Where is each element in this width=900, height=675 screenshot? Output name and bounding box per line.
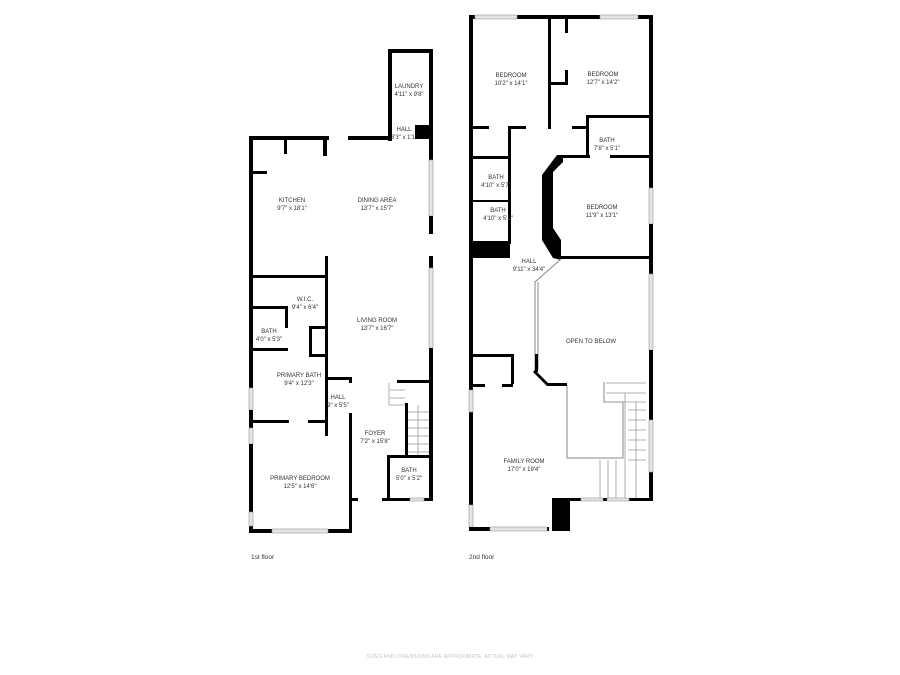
room-label-kitchen: KITCHEN 9'7" x 18'1": [277, 197, 307, 213]
room-dims: 7'8" x 5'1": [593, 146, 621, 152]
room-label-hall-lower: HALL 9" x 5'5": [327, 394, 349, 410]
room-name: BATH: [490, 208, 506, 214]
room-label-bath-2: BATH 5'0" x 5'2": [396, 467, 422, 483]
room-dims: 4'10" x 5'1": [483, 216, 513, 222]
room-dims: 9'7" x 18'1": [277, 206, 307, 212]
room-name: LAUNDRY: [394, 84, 424, 90]
room-dims: 13'7" x 16'7": [360, 326, 394, 332]
room-name: OPEN TO BELOW: [565, 339, 617, 345]
room-name: HALL: [521, 259, 537, 265]
room-name: BATH: [401, 468, 417, 474]
first-floor-plan: [248, 49, 434, 534]
room-dims: 12'5" x 14'6": [283, 484, 317, 490]
room-label-primary-bedroom: PRIMARY BEDROOM 12'5" x 14'6": [270, 475, 330, 491]
floor-label-2nd: 2nd floor: [469, 554, 495, 561]
room-name: HALL: [396, 127, 412, 133]
room-name: BATH: [488, 175, 504, 181]
room-name: FOYER: [364, 431, 386, 437]
room-label-bath-3: BATH 7'8" x 5'1": [594, 137, 620, 153]
room-label-living-room: LIVING ROOM 13'7" x 16'7": [357, 317, 397, 333]
room-name: PRIMARY BEDROOM: [270, 476, 330, 482]
room-dims: 10'2" x 14'1": [494, 81, 528, 87]
room-label-bedroom-3: BEDROOM 11'9" x 13'1": [586, 204, 618, 220]
room-dims: 11'9" x 13'1": [585, 213, 619, 219]
room-dims: 9'4" x 6'4": [291, 305, 319, 311]
room-name: BATH: [261, 329, 277, 335]
room-label-laundry: LAUNDRY 4'11" x 9'8": [394, 83, 423, 99]
room-dims: 4'10" x 5'7": [481, 183, 511, 189]
room-dims: 7'2" x 15'8": [360, 439, 390, 445]
room-label-bedroom-2: BEDROOM 12'7" x 14'2": [587, 71, 620, 87]
room-name: BEDROOM: [586, 205, 618, 211]
room-label-bath-4: BATH 4'10" x 5'7": [481, 174, 511, 190]
room-dims: 4'11" x 9'8": [394, 92, 424, 98]
room-name: BEDROOM: [587, 72, 619, 78]
room-dims: 9'11" x 34'4": [512, 267, 546, 273]
room-label-hall-upper: HALL 3'3" x 1'1": [391, 126, 417, 142]
room-dims: 13'7" x 15'7": [360, 206, 394, 212]
room-label-foyer: FOYER 7'2" x 15'8": [360, 430, 390, 446]
room-dims: 5'0" x 5'2": [395, 476, 423, 482]
room-dims: 4'0" x 5'3": [255, 337, 283, 343]
room-name: PRIMARY BATH: [276, 373, 322, 379]
room-label-dining-area: DINING AREA 13'7" x 15'7": [358, 197, 397, 213]
room-name: BATH: [599, 138, 615, 144]
room-name: W.I.C.: [296, 297, 314, 303]
room-name: HALL: [330, 395, 346, 401]
room-label-wic: W.I.C. 9'4" x 6'4": [292, 296, 318, 312]
room-dims: 12'7" x 14'2": [586, 80, 620, 86]
floor-label-1st: 1st floor: [251, 554, 275, 561]
room-name: FAMILY ROOM: [503, 459, 545, 465]
room-name: DINING AREA: [357, 198, 397, 204]
room-name: KITCHEN: [278, 198, 306, 204]
room-label-primary-bath: PRIMARY BATH 9'4" x 12'3": [277, 372, 321, 388]
room-name: BEDROOM: [495, 73, 527, 79]
room-label-bath-5: BATH 4'10" x 5'1": [483, 207, 513, 223]
room-dims: 17'0" x 19'4": [507, 467, 541, 473]
room-label-hall-2: HALL 9'11" x 34'4": [513, 258, 545, 274]
room-label-bedroom-1: BEDROOM 10'2" x 14'1": [495, 72, 528, 88]
room-name: LIVING ROOM: [356, 318, 398, 324]
room-dims: 9" x 5'5": [327, 403, 349, 409]
second-floor-plan: [468, 14, 654, 532]
disclaimer: SIZES AND DIMENSIONS ARE APPROXIMATE, AC…: [366, 654, 534, 660]
room-dims: 3'3" x 1'1": [390, 135, 418, 141]
room-label-bath-1: BATH 4'0" x 5'3": [256, 328, 282, 344]
room-dims: 9'4" x 12'3": [284, 381, 314, 387]
room-label-family-room: FAMILY ROOM 17'0" x 19'4": [503, 458, 544, 474]
room-label-open-to-below: OPEN TO BELOW: [566, 338, 616, 346]
